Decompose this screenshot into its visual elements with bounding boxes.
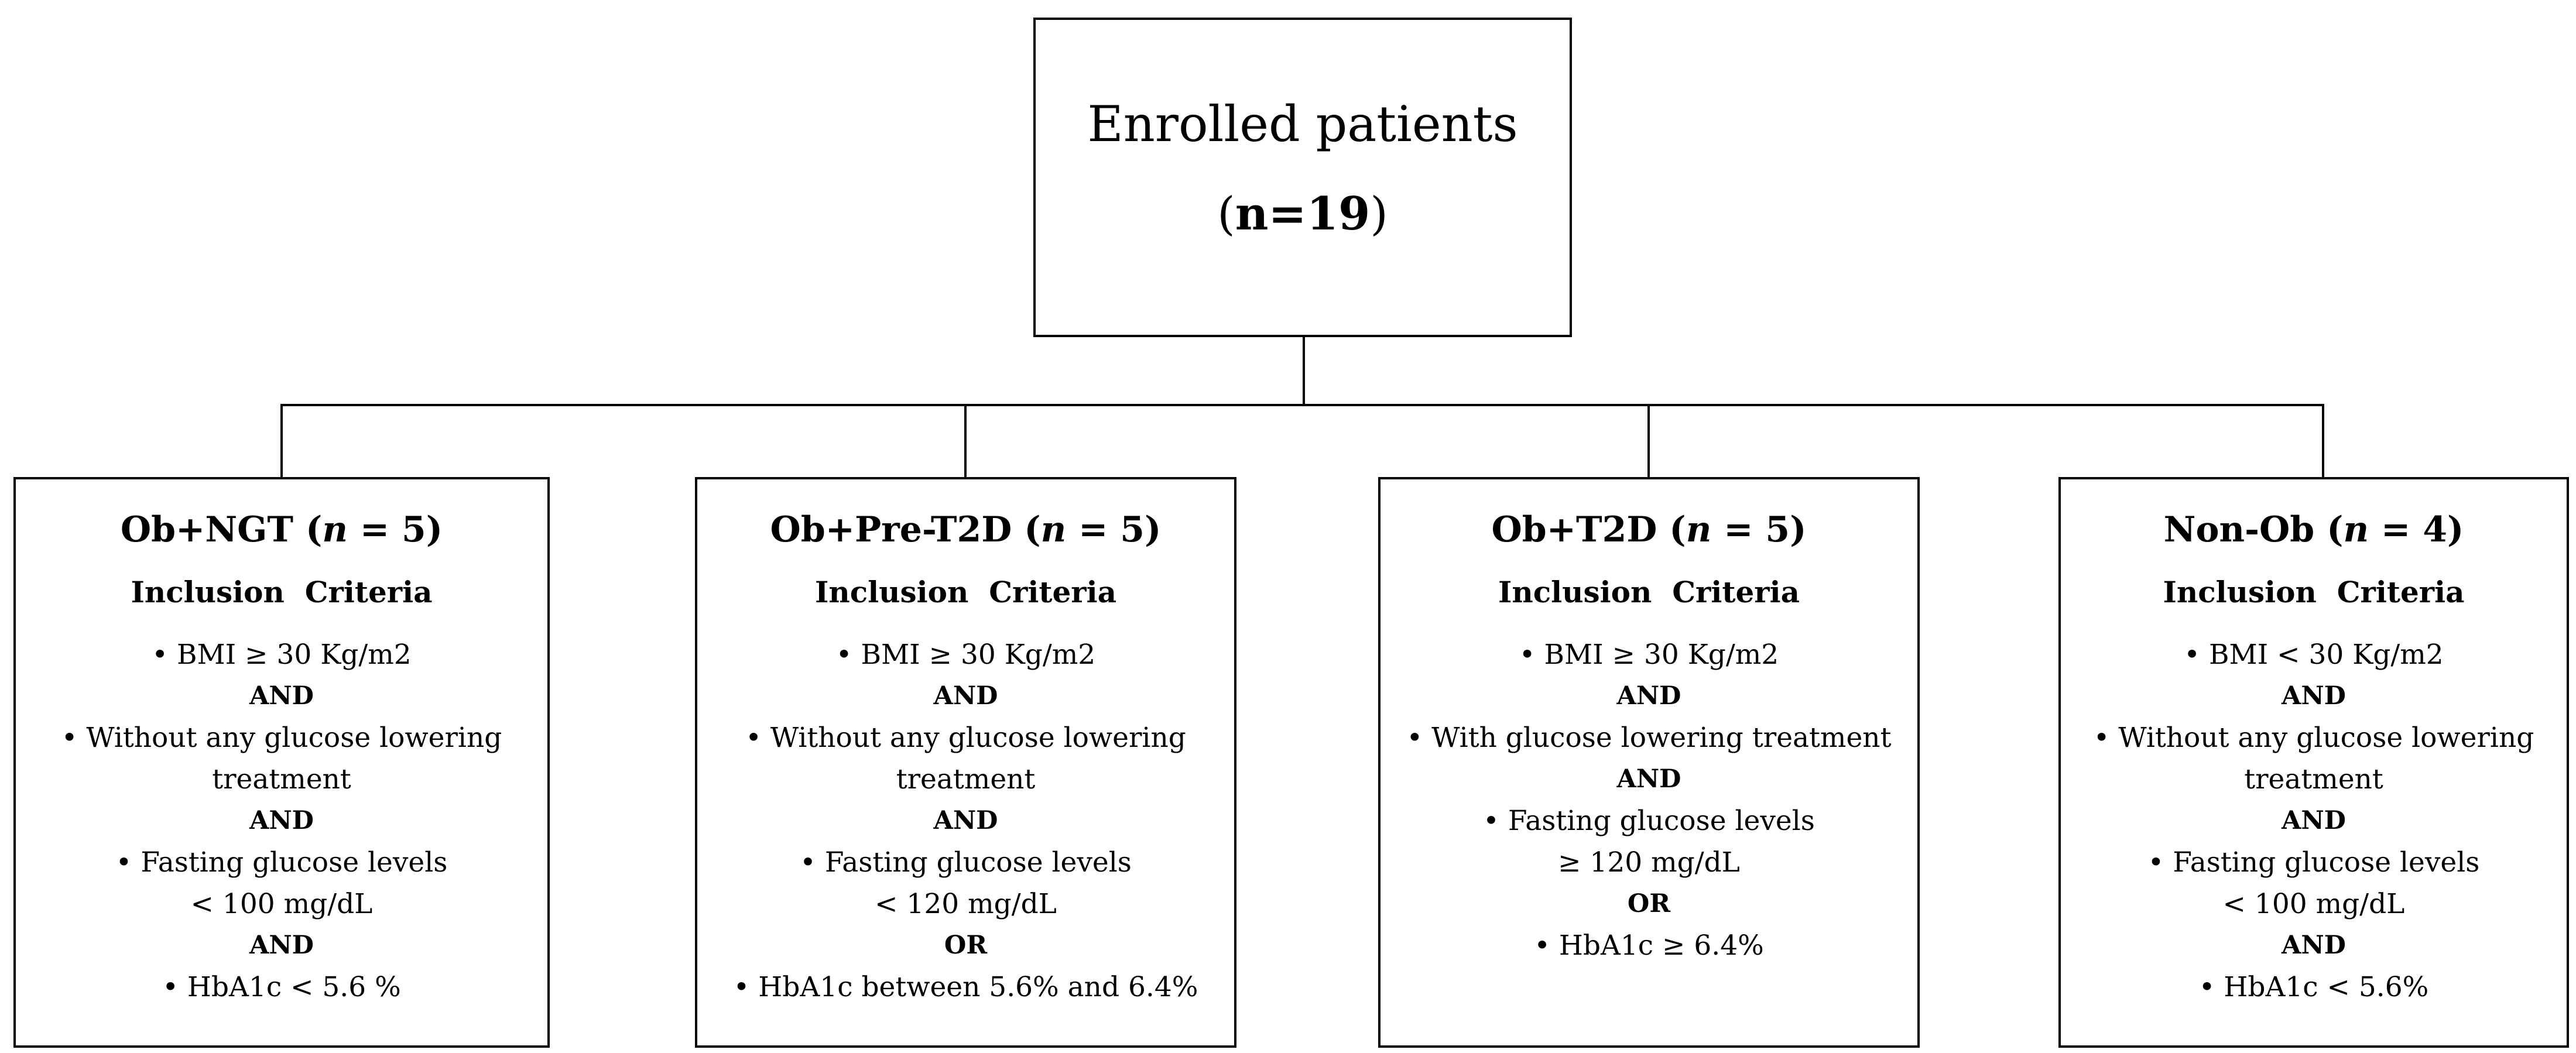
- criteria-line: • BMI ≥ 30 Kg/m2: [152, 639, 412, 671]
- criteria-line: • With glucose lowering treatment: [1406, 722, 1892, 754]
- criteria-line: • Without any glucose lowering: [61, 722, 502, 754]
- enrolled-patients-node: Enrolled patients (n=19): [1033, 18, 1572, 337]
- criteria-operator: AND: [1616, 764, 1681, 794]
- criteria-operator: OR: [944, 931, 988, 960]
- criteria-line: • Without any glucose lowering: [2093, 722, 2534, 754]
- criteria-operator: AND: [2282, 931, 2346, 960]
- criteria-line-continuation: treatment: [896, 763, 1036, 795]
- criteria-line-continuation: < 100 mg/dL: [190, 888, 373, 920]
- criteria-line: • HbA1c < 5.6 %: [162, 971, 401, 1003]
- criteria-operator: AND: [933, 806, 998, 835]
- inclusion-criteria-heading: Inclusion Criteria: [814, 575, 1117, 609]
- group-node-ob-pre-t2d: Ob+Pre-T2D (n = 5) Inclusion Criteria • …: [695, 477, 1236, 1048]
- root-count: (n=19): [1217, 187, 1388, 241]
- group-title: Ob+Pre-T2D (n = 5): [770, 509, 1162, 550]
- criteria-operator: AND: [249, 806, 314, 835]
- criteria-line-continuation: < 120 mg/dL: [875, 888, 1057, 920]
- root-title: Enrolled patients: [1087, 95, 1518, 153]
- criteria-line: • Fasting glucose levels: [2147, 846, 2480, 879]
- criteria-line-continuation: < 100 mg/dL: [2222, 888, 2405, 920]
- criteria-line: • HbA1c < 5.6%: [2198, 971, 2429, 1003]
- group-node-ob-ngt: Ob+NGT (n = 5) Inclusion Criteria • BMI …: [13, 477, 550, 1048]
- inclusion-criteria-heading: Inclusion Criteria: [1498, 575, 1800, 609]
- inclusion-criteria-heading: Inclusion Criteria: [2163, 575, 2465, 609]
- criteria-list: • BMI ≥ 30 Kg/m2 AND • With glucose lowe…: [1386, 634, 1912, 966]
- criteria-line: • HbA1c between 5.6% and 6.4%: [733, 971, 1198, 1003]
- group-title: Ob+NGT (n = 5): [120, 509, 443, 550]
- criteria-operator: AND: [249, 931, 314, 960]
- connector-drop-1: [280, 404, 283, 478]
- criteria-operator: AND: [249, 681, 314, 711]
- criteria-operator: AND: [2282, 681, 2346, 711]
- group-node-ob-t2d: Ob+T2D (n = 5) Inclusion Criteria • BMI …: [1378, 477, 1920, 1048]
- criteria-line: • Fasting glucose levels: [115, 846, 448, 879]
- criteria-list: • BMI < 30 Kg/m2 AND • Without any gluco…: [2067, 634, 2561, 1008]
- group-title: Non-Ob (n = 4): [2163, 509, 2464, 550]
- group-node-non-ob: Non-Ob (n = 4) Inclusion Criteria • BMI …: [2058, 477, 2569, 1048]
- criteria-line: • BMI ≥ 30 Kg/m2: [835, 639, 1096, 671]
- inclusion-criteria-heading: Inclusion Criteria: [131, 575, 433, 609]
- connector-drop-2: [964, 404, 967, 478]
- criteria-line: • Without any glucose lowering: [745, 722, 1186, 754]
- criteria-line: • BMI ≥ 30 Kg/m2: [1519, 639, 1779, 671]
- connector-drop-4: [2322, 404, 2324, 478]
- criteria-line: • HbA1c ≥ 6.4%: [1534, 929, 1764, 962]
- connector-drop-3: [1647, 404, 1650, 478]
- criteria-line: • BMI < 30 Kg/m2: [2184, 639, 2444, 671]
- criteria-line-continuation: ≥ 120 mg/dL: [1558, 846, 1740, 879]
- criteria-list: • BMI ≥ 30 Kg/m2 AND • Without any gluco…: [703, 634, 1228, 1008]
- criteria-line-continuation: treatment: [2244, 763, 2383, 795]
- criteria-line-continuation: treatment: [212, 763, 351, 795]
- connector-horizontal: [280, 404, 2324, 406]
- group-title: Ob+T2D (n = 5): [1491, 509, 1807, 550]
- criteria-operator: AND: [1616, 681, 1681, 711]
- criteria-operator: AND: [2282, 806, 2346, 835]
- criteria-operator: OR: [1627, 889, 1671, 918]
- criteria-line: • Fasting glucose levels: [800, 846, 1132, 879]
- criteria-operator: AND: [933, 681, 998, 711]
- connector-stem: [1303, 337, 1305, 406]
- criteria-list: • BMI ≥ 30 Kg/m2 AND • Without any gluco…: [22, 634, 542, 1008]
- criteria-line: • Fasting glucose levels: [1483, 805, 1815, 837]
